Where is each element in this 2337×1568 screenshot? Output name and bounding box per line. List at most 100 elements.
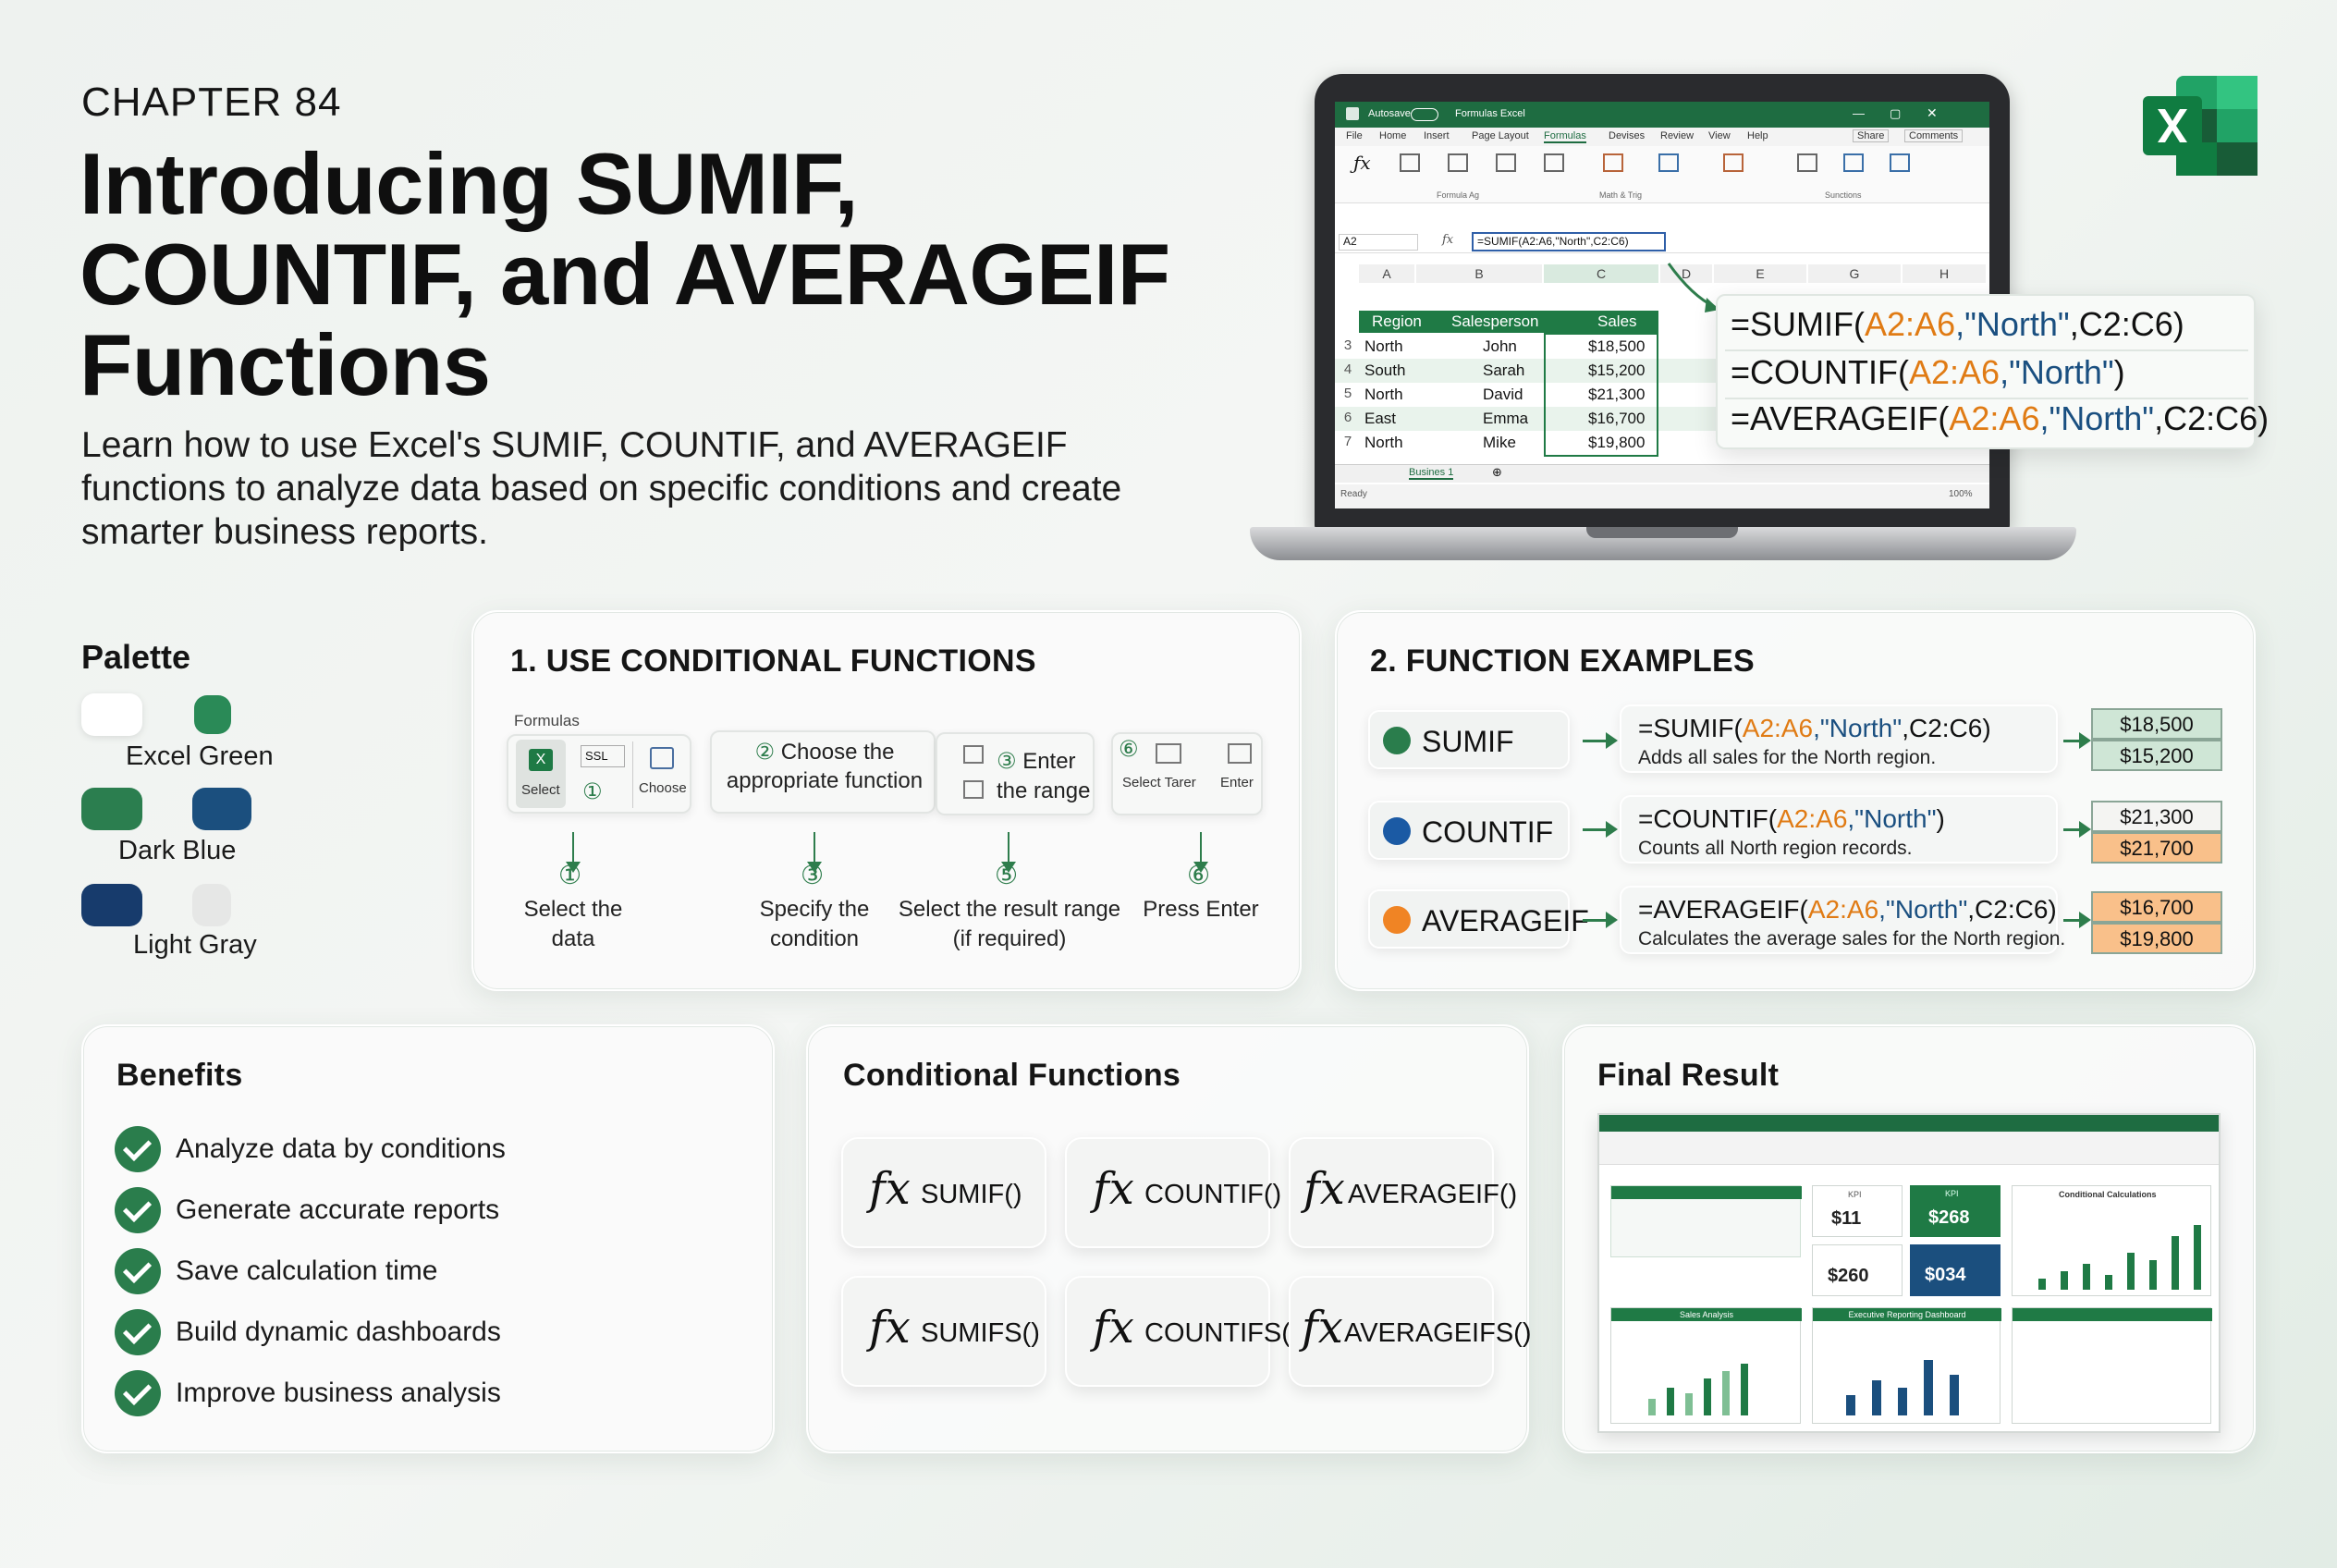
fn-pill-sumif[interactable]: SUMIF	[1368, 710, 1570, 769]
column-header[interactable]: B	[1416, 264, 1542, 283]
cell-region[interactable]: North	[1364, 386, 1403, 403]
tab-formulas[interactable]: Formulas	[1544, 130, 1586, 143]
cell-region[interactable]: North	[1364, 434, 1403, 451]
page-title: Introducing SUMIF, COUNTIF, and AVERAGEI…	[80, 135, 1170, 413]
right-arrow	[2063, 912, 2091, 928]
minimize-icon[interactable]: —	[1853, 106, 1865, 120]
cell-salesperson[interactable]: David	[1483, 386, 1523, 403]
logical-icon[interactable]	[1544, 153, 1564, 172]
insert-function-icon[interactable]: ƒx	[1353, 152, 1371, 174]
tab-devises[interactable]: Devises	[1609, 130, 1646, 141]
select-button[interactable]: X Select	[516, 740, 566, 808]
sheet-tabs-bar: Busines 1 ⊕	[1335, 464, 1989, 483]
select-target-icon	[1156, 743, 1181, 764]
swatch-label: Excel Green	[126, 741, 274, 771]
row-number: 6	[1343, 410, 1352, 425]
name-manager-icon[interactable]	[1797, 153, 1817, 172]
swatch-label: Light Gray	[133, 930, 257, 960]
recently-used-icon[interactable]	[1448, 153, 1468, 172]
tab-page-layout[interactable]: Page Layout	[1472, 130, 1529, 141]
tab-insert[interactable]: Insert	[1424, 130, 1450, 141]
share-button[interactable]: Share	[1853, 129, 1890, 142]
tab-help[interactable]: Help	[1747, 130, 1768, 141]
mini-kpi: $260	[1812, 1244, 1903, 1296]
cell-salesperson[interactable]: John	[1483, 337, 1517, 355]
benefit-item: Improve business analysis	[176, 1378, 501, 1408]
enter-button[interactable]: Enter	[1220, 775, 1254, 790]
select-target-button[interactable]: Select Tarer	[1122, 775, 1196, 790]
down-arrow	[1001, 832, 1016, 873]
column-header[interactable]: E	[1714, 264, 1806, 283]
benefit-item: Analyze data by conditions	[176, 1133, 506, 1164]
check-icon	[115, 1126, 161, 1172]
step-number: ⑥	[1119, 737, 1139, 762]
cell-sales[interactable]: $18,500	[1588, 337, 1646, 355]
down-arrow	[807, 832, 822, 873]
cell-region[interactable]: South	[1364, 361, 1406, 379]
table-row[interactable]: 3 North John $18,500	[1335, 335, 1797, 359]
formulas-icon[interactable]	[1603, 153, 1623, 172]
autosum-icon[interactable]	[1400, 153, 1420, 172]
blue-dot-icon	[1383, 817, 1411, 845]
table-row[interactable]: 7 North Mike $19,800	[1335, 431, 1797, 455]
cell-salesperson[interactable]: Sarah	[1483, 361, 1525, 379]
status-bar: Ready 100%	[1335, 484, 1989, 508]
close-icon[interactable]: ✕	[1927, 105, 1938, 120]
name-box[interactable]: A2	[1339, 234, 1418, 251]
palette-title: Palette	[81, 638, 191, 676]
green-dot-icon	[1383, 727, 1411, 754]
fn-pill-averageif[interactable]: AVERAGEIF	[1368, 889, 1589, 949]
cell-sales[interactable]: $16,700	[1588, 410, 1646, 427]
fx-icon: fx	[1303, 1163, 1345, 1215]
column-header[interactable]: G	[1808, 264, 1901, 283]
cell-region[interactable]: East	[1364, 410, 1397, 427]
formula-auditing-icon[interactable]	[1890, 153, 1910, 172]
value-cell: $19,800	[2091, 923, 2222, 954]
cell-salesperson[interactable]: Emma	[1483, 410, 1529, 427]
tab-home[interactable]: Home	[1379, 130, 1407, 141]
ssl-dropdown[interactable]: SSL	[581, 745, 625, 767]
cell-region[interactable]: North	[1364, 337, 1403, 355]
tab-view[interactable]: View	[1708, 130, 1731, 141]
tab-file[interactable]: File	[1346, 130, 1363, 141]
benefit-item: Save calculation time	[176, 1256, 438, 1286]
column-header[interactable]: H	[1903, 264, 1986, 283]
cell-sales[interactable]: $15,200	[1588, 361, 1646, 379]
tab-review[interactable]: Review	[1660, 130, 1695, 141]
formula-bar-input[interactable]: =SUMIF(A2:A6,"North",C2:C6)	[1472, 232, 1666, 251]
excel-titlebar: Autosave Formulas Excel — ▢ ✕	[1335, 102, 1989, 128]
sheet-tab[interactable]: Busines 1	[1409, 467, 1454, 480]
column-header[interactable]: C	[1544, 264, 1658, 283]
swatch-label: Dark Blue	[118, 836, 237, 865]
right-arrow	[1583, 912, 1618, 928]
cell-salesperson[interactable]: Mike	[1483, 434, 1516, 451]
comments-button[interactable]: Comments	[1904, 129, 1964, 142]
maximize-icon[interactable]: ▢	[1890, 106, 1902, 120]
fn-pill-countif[interactable]: COUNTIF	[1368, 801, 1570, 860]
more-functions-icon[interactable]	[1723, 153, 1744, 172]
table-row[interactable]: 5 North David $21,300	[1335, 383, 1797, 407]
swatch-white	[81, 693, 142, 736]
choose-function-box[interactable]: ② Choose the appropriate function	[710, 730, 936, 814]
financial-icon[interactable]	[1496, 153, 1516, 172]
math-trig-icon[interactable]	[1658, 153, 1679, 172]
add-sheet-icon[interactable]: ⊕	[1492, 465, 1502, 479]
choose-button[interactable]: Choose	[632, 741, 688, 808]
step-number: ①	[582, 779, 603, 804]
mini-bar-chart: Conditional Calculations	[2012, 1185, 2211, 1296]
cell-sales[interactable]: $21,300	[1588, 386, 1646, 403]
window-title: Formulas Excel	[1455, 108, 1525, 119]
defined-names-icon[interactable]	[1843, 153, 1864, 172]
autosave-toggle[interactable]	[1411, 108, 1438, 121]
mini-sales-analysis: Sales Analysis	[1610, 1307, 1802, 1424]
cell-sales[interactable]: $19,800	[1588, 434, 1646, 451]
zoom-level[interactable]: 100%	[1949, 489, 1973, 499]
enter-range-box[interactable]: ③ Enter the range	[936, 732, 1095, 815]
column-header[interactable]: A	[1359, 264, 1414, 283]
